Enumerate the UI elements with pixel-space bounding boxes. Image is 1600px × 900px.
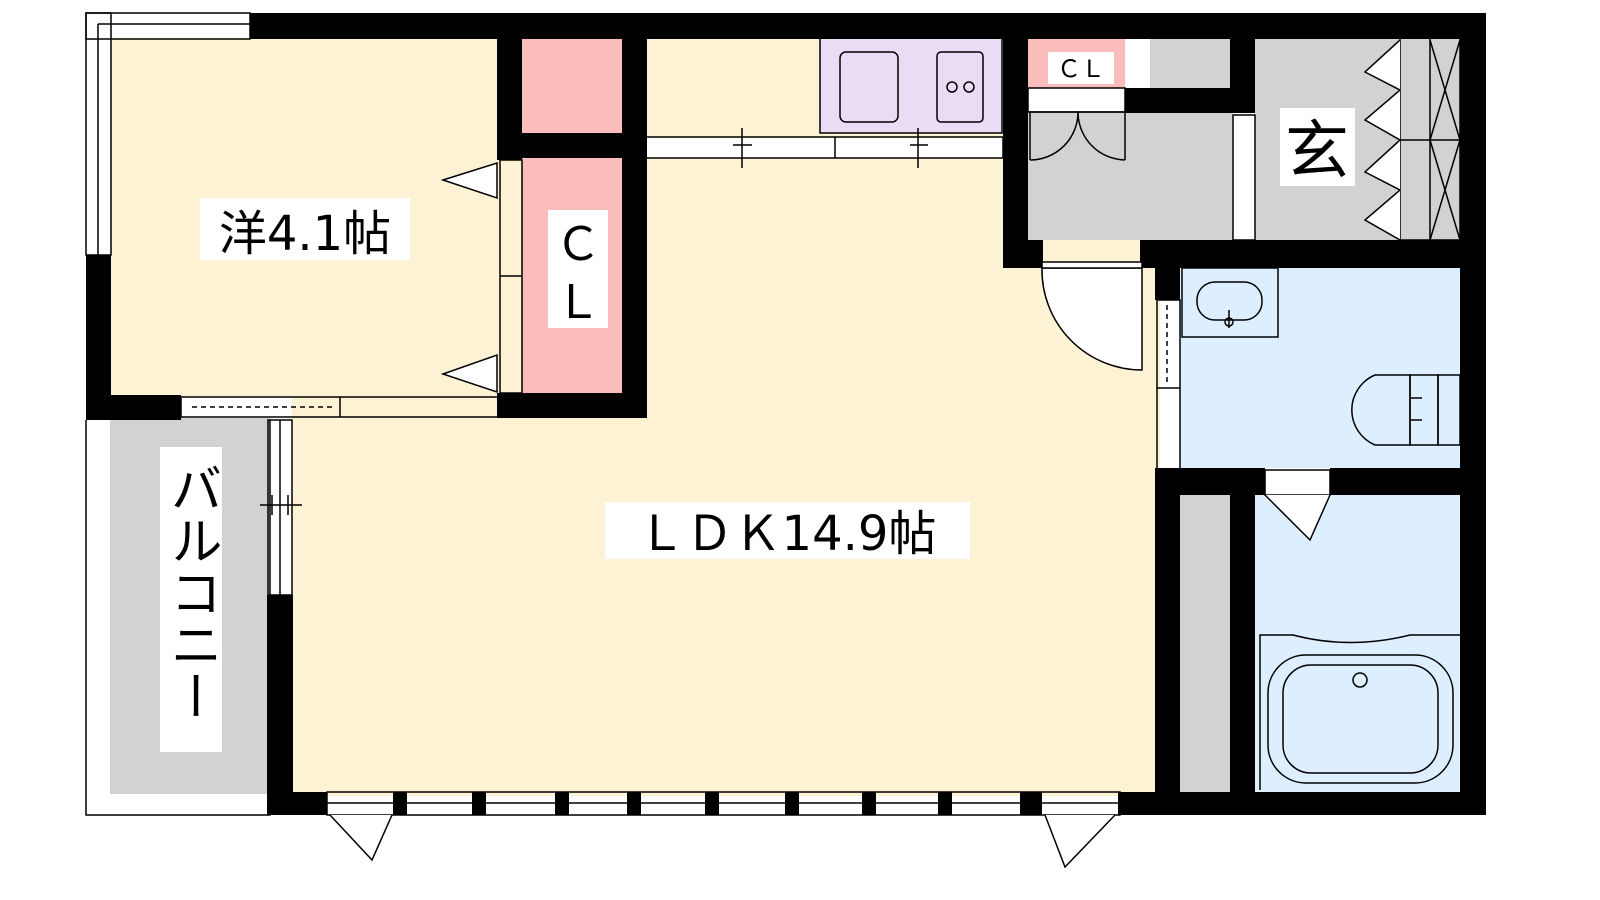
ldk-door (1041, 267, 1143, 371)
western-door-top (440, 161, 498, 200)
hall-area (1028, 112, 1233, 240)
bath-area (1255, 495, 1460, 793)
balcony-label-bg (160, 447, 222, 752)
entrance-label-bg (1280, 108, 1355, 186)
western-room-label: 洋4.1帖 (219, 206, 391, 262)
western-door-bottom (440, 353, 498, 394)
toilet-fixtures (1181, 267, 1461, 446)
balcony-label: バルコニー (161, 462, 221, 722)
closet-small-label-bg (1048, 52, 1114, 84)
ldk-upper-area (645, 158, 1005, 268)
bathtub (1259, 634, 1460, 790)
closet-top (522, 38, 622, 133)
ldk-label-bg (605, 502, 970, 559)
entrance-label: 玄 (1285, 115, 1349, 189)
sliding-markers (192, 128, 1168, 515)
western-label-bg (200, 198, 410, 260)
balcony-door-left (329, 814, 393, 862)
storage-strip (1180, 495, 1232, 793)
toilet-area (1180, 268, 1460, 468)
ldk-room-label: ＬＤＫ14.9帖 (638, 506, 937, 562)
labels: 洋4.1帖 ＬＤＫ14.9帖 バルコニー 玄 Ｃ Ｌ ＣＬ (160, 52, 1355, 752)
stove (936, 51, 984, 123)
washbasin (1181, 267, 1279, 338)
closet-main-label-bg (548, 210, 608, 328)
balcony-door-right (1044, 814, 1116, 869)
sink (839, 51, 899, 123)
closet-main-label-top: Ｃ (555, 217, 601, 271)
closet-small-label: ＣＬ (1057, 55, 1105, 83)
doors (329, 111, 1331, 869)
shoe-cabinet (1363, 38, 1461, 241)
bath-door (1264, 469, 1331, 496)
kitchen-fixtures (839, 51, 984, 123)
toilet (1351, 374, 1411, 446)
storage-top (1150, 38, 1233, 88)
closet-door-right (1077, 111, 1126, 161)
closet-main-label-bottom: Ｌ (555, 275, 601, 329)
walls (86, 13, 1486, 815)
